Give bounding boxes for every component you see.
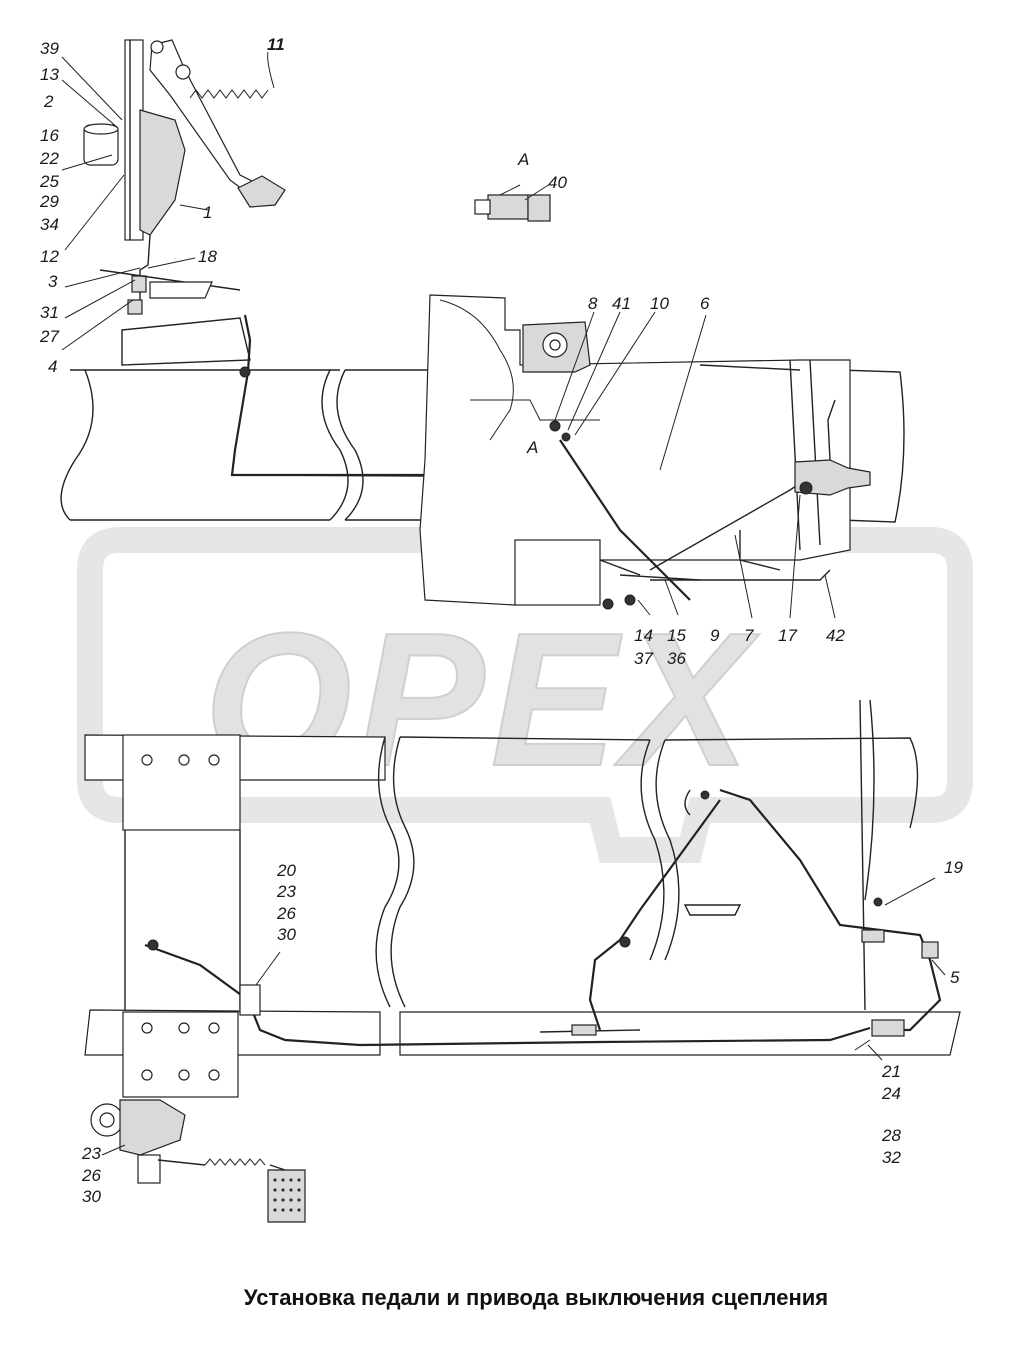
watermark-logo: OPEX [77,487,973,863]
frame-bracket-upper [122,734,241,831]
callout-11: 11 [267,35,285,54]
pedal-assembly-bottom [90,1099,306,1223]
clutch-bellhousing-cover [514,539,601,606]
callout-2: 2 [43,92,54,111]
callout-23b: 23 [81,1144,101,1163]
floor-panel-piece [149,281,213,299]
callout-30a: 30 [277,925,296,944]
callout-39: 39 [40,39,59,58]
gearbox-housing [419,294,871,610]
callout-22: 22 [39,149,59,168]
callout-34: 34 [40,215,59,234]
callout-4: 4 [48,357,57,376]
callout-29: 29 [39,192,59,211]
callout-30b: 30 [82,1187,101,1206]
callout-18: 18 [198,247,217,266]
view-a-title: A [517,150,529,169]
callout-16: 16 [40,126,59,145]
lower-fluid-pipe [144,943,871,1047]
return-spring [189,89,269,99]
callout-3: 3 [48,272,58,291]
callout-labels: 39 13 2 16 22 25 29 34 12 3 31 27 4 11 1… [39,35,963,1206]
lower-frame-section [84,699,961,1098]
callout-19: 19 [944,858,963,877]
pedal-pad-texture [273,1178,301,1212]
view-a-detail [474,184,551,222]
callout-24: 24 [881,1084,901,1103]
callout-27: 27 [39,327,59,346]
callout-10: 10 [650,294,669,313]
master-cylinder-body [139,109,186,236]
pedal-pivot [150,40,164,54]
callout-9: 9 [710,626,720,645]
pedal-pad-bottom [267,1169,306,1223]
callout-31: 31 [40,303,59,322]
view-a-marker: A [526,438,538,457]
callout-1: 1 [203,203,212,222]
callout-23a: 23 [276,882,296,901]
callout-32: 32 [882,1148,901,1167]
bottom-return-spring [204,1158,266,1166]
watermark-gear-outline [77,487,973,863]
callout-6: 6 [700,294,710,313]
callout-14: 14 [634,626,653,645]
callout-25: 25 [39,172,59,191]
drawing-caption: Установка педали и привода выключения сц… [243,1285,829,1310]
callout-37: 37 [634,649,653,668]
callout-36: 36 [667,649,686,668]
callout-42: 42 [826,626,845,645]
watermark-text: OPEX [204,594,760,806]
callout-26b: 26 [81,1166,101,1185]
callout-7: 7 [744,626,754,645]
callout-21: 21 [881,1062,901,1081]
release-fork-lever [559,439,691,601]
leader-lines [61,56,946,1156]
callout-28: 28 [881,1126,901,1145]
callout-20: 20 [276,861,296,880]
pedal-pad [237,175,286,208]
callout-8: 8 [588,294,598,313]
pedal-assembly-top [83,39,286,315]
callout-12: 12 [40,247,59,266]
callout-5: 5 [950,968,960,987]
callout-15: 15 [667,626,686,645]
callout-41: 41 [612,294,631,313]
callout-17: 17 [778,626,797,645]
callout-40: 40 [548,173,567,192]
callout-13: 13 [40,65,59,84]
callout-26a: 26 [276,904,296,923]
